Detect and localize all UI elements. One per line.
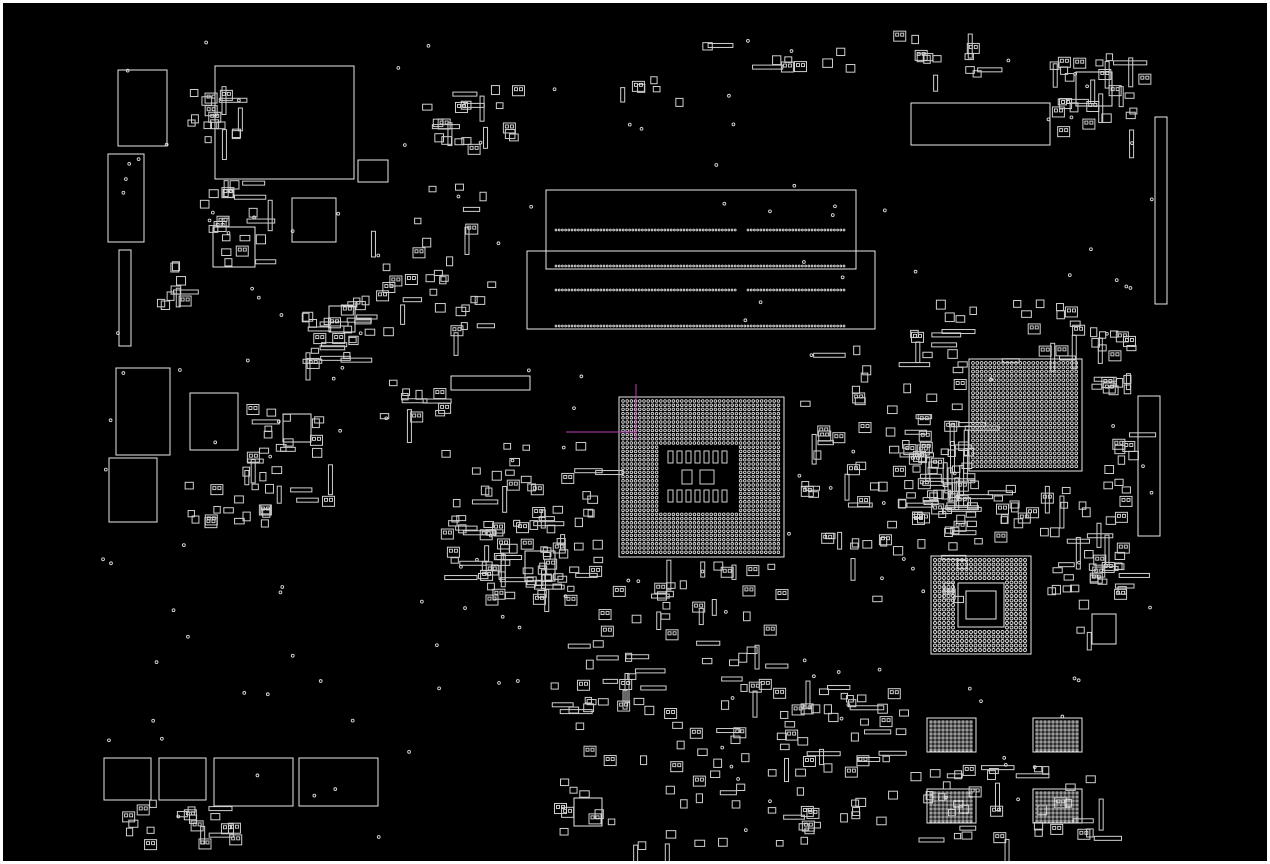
via-holes <box>101 39 1154 839</box>
top-right-connector <box>910 102 1051 146</box>
cursor-crosshair <box>566 384 637 440</box>
passive-components <box>122 30 1157 861</box>
bottom-left-connectors <box>103 757 379 807</box>
dimm-slot-lower <box>526 250 876 330</box>
top-left-shield <box>214 65 355 180</box>
qfn-chips <box>189 71 1117 827</box>
dimm-slot-upper <box>545 189 857 270</box>
gpu-bga <box>930 555 1032 655</box>
pcb-board-canvas[interactable] <box>3 3 1267 861</box>
left-io-connectors <box>107 69 171 523</box>
chipset-bga <box>968 358 1083 472</box>
cpu-socket-bga <box>618 396 785 558</box>
bottom-right-memory-chips <box>926 717 1083 824</box>
right-edge-connectors <box>1137 116 1168 537</box>
pcb-layout-drawing[interactable] <box>3 3 1267 861</box>
